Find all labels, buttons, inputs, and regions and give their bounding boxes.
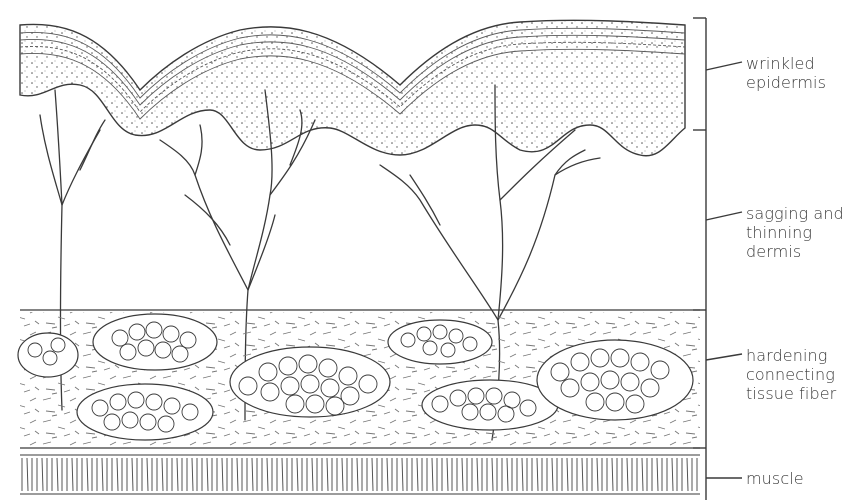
muscle-layer xyxy=(20,455,700,494)
label-connecting-tissue-fiber: hardening connecting tissue fiber xyxy=(746,346,836,403)
label-wrinkled-epidermis: wrinkled epidermis xyxy=(746,54,826,92)
label-muscle: muscle xyxy=(746,469,804,488)
layer-brackets xyxy=(693,18,742,500)
epidermis-layer xyxy=(20,20,685,155)
label-sagging-dermis: sagging and thinning dermis xyxy=(746,204,844,261)
connective-tissue-layer xyxy=(18,310,700,448)
